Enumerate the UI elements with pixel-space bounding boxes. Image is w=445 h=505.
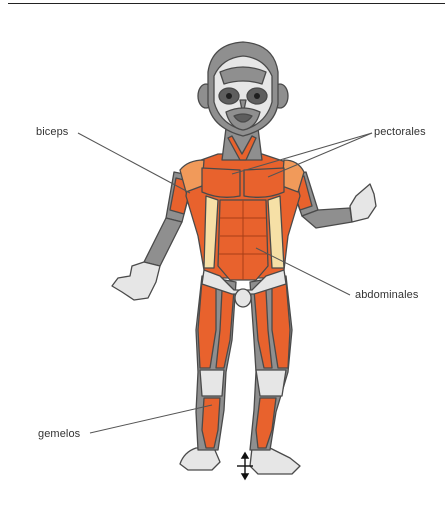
gemelos-label: gemelos: [38, 428, 80, 440]
abdominales-label: abdominales: [355, 289, 418, 301]
pectorales-label: pectorales: [374, 126, 426, 138]
right-calf-muscle: [256, 398, 276, 448]
left-hand: [350, 184, 376, 222]
biceps-leader-line: [78, 133, 190, 193]
pectorales-leader-line-2: [268, 133, 372, 177]
right-forearm: [144, 218, 182, 266]
left-knee: [200, 370, 224, 396]
right-hand: [112, 262, 160, 300]
right-knee: [256, 370, 286, 396]
gemelos-leader-line: [90, 405, 212, 433]
right-foot: [250, 448, 300, 474]
forehead-muscle: [220, 67, 266, 84]
biceps-label: biceps: [36, 126, 68, 138]
right-pectoral-muscle: [202, 168, 240, 197]
left-foot: [180, 448, 220, 470]
groin: [235, 289, 251, 307]
